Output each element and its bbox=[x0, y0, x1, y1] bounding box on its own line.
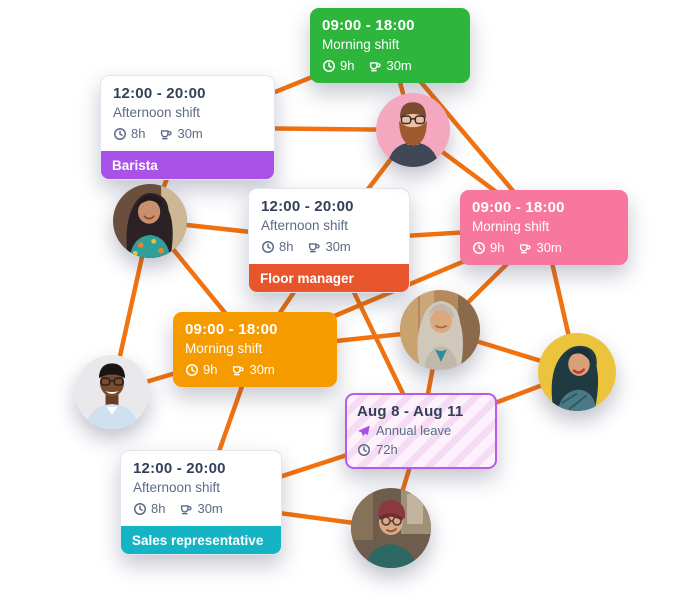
clock-icon bbox=[472, 241, 486, 255]
shift-name: Afternoon shift bbox=[133, 480, 221, 495]
break-cup-icon bbox=[231, 363, 245, 377]
avatar-blue-shirt-man-illustration bbox=[75, 355, 149, 429]
avatar-hijab-woman-illustration bbox=[400, 290, 480, 370]
shift-name: Afternoon shift bbox=[261, 218, 349, 233]
plane-icon bbox=[357, 424, 371, 438]
shift-card-floor-manager[interactable]: 12:00 - 20:00 Afternoon shift 8h 30m Flo… bbox=[248, 188, 410, 293]
break-cup-icon bbox=[518, 241, 532, 255]
shift-time: 12:00 - 20:00 bbox=[113, 85, 206, 102]
shift-name: Morning shift bbox=[472, 219, 550, 234]
clock-icon bbox=[322, 59, 336, 73]
break-duration: 30m bbox=[177, 126, 203, 141]
clock-icon bbox=[133, 502, 147, 516]
shift-hours: 8h bbox=[131, 126, 146, 141]
shift-time: 09:00 - 18:00 bbox=[322, 17, 415, 34]
shift-hours: 9h bbox=[203, 362, 218, 377]
avatar-hijab-woman[interactable] bbox=[400, 290, 480, 370]
shift-card-morning-pink[interactable]: 09:00 - 18:00 Morning shift 9h 30m bbox=[460, 190, 628, 265]
break-cup-icon bbox=[307, 240, 321, 254]
break-duration: 30m bbox=[386, 58, 412, 73]
shift-time: 09:00 - 18:00 bbox=[185, 321, 278, 338]
avatar-beard-man[interactable] bbox=[376, 93, 450, 167]
shift-card-morning-green[interactable]: 09:00 - 18:00 Morning shift 9h 30m bbox=[310, 8, 470, 83]
shift-hours: 9h bbox=[490, 240, 505, 255]
avatar-dark-hair-woman[interactable] bbox=[113, 184, 187, 258]
avatar-beanie-man-illustration bbox=[351, 488, 431, 568]
shift-meta: 8h 30m bbox=[261, 238, 397, 255]
shift-name: Morning shift bbox=[322, 37, 400, 52]
avatar-yellow-background-woman[interactable] bbox=[538, 333, 616, 411]
clock-icon bbox=[261, 240, 275, 254]
shift-card-morning-orange[interactable]: 09:00 - 18:00 Morning shift 9h 30m bbox=[173, 312, 337, 387]
avatar-yellow-background-woman-illustration bbox=[538, 333, 616, 411]
role-badge-sales-representative: Sales representative bbox=[121, 526, 281, 554]
break-cup-icon bbox=[159, 127, 173, 141]
break-cup-icon bbox=[179, 502, 193, 516]
shift-name: Morning shift bbox=[185, 341, 263, 356]
shift-card-barista[interactable]: 12:00 - 20:00 Afternoon shift 8h 30m Bar… bbox=[100, 75, 275, 180]
break-duration: 30m bbox=[249, 362, 275, 377]
leave-dates: Aug 8 - Aug 11 bbox=[357, 403, 464, 420]
avatar-dark-hair-woman-illustration bbox=[113, 184, 187, 258]
break-duration: 30m bbox=[325, 239, 351, 254]
break-duration: 30m bbox=[197, 501, 223, 516]
leave-type: Annual leave bbox=[376, 423, 452, 438]
shift-meta: 9h 30m bbox=[322, 57, 458, 74]
role-badge-floor-manager: Floor manager bbox=[249, 264, 409, 292]
annual-leave-card[interactable]: Aug 8 - Aug 11 Annual leave 72h bbox=[345, 393, 497, 469]
shift-name: Afternoon shift bbox=[113, 105, 201, 120]
shift-time: 12:00 - 20:00 bbox=[261, 198, 354, 215]
shift-hours: 9h bbox=[340, 58, 355, 73]
avatar-beanie-man[interactable] bbox=[351, 488, 431, 568]
break-duration: 30m bbox=[536, 240, 562, 255]
shift-meta: 9h 30m bbox=[185, 361, 325, 378]
avatar-blue-shirt-man[interactable] bbox=[75, 355, 149, 429]
shift-time: 09:00 - 18:00 bbox=[472, 199, 565, 216]
role-badge-barista: Barista bbox=[101, 151, 274, 179]
clock-icon bbox=[113, 127, 127, 141]
shift-meta: 9h 30m bbox=[472, 239, 616, 256]
shift-meta: 8h 30m bbox=[113, 125, 262, 142]
shift-hours: 8h bbox=[279, 239, 294, 254]
shift-hours: 8h bbox=[151, 501, 166, 516]
clock-icon bbox=[185, 363, 199, 377]
avatar-beard-man-illustration bbox=[376, 93, 450, 167]
break-cup-icon bbox=[368, 59, 382, 73]
clock-icon bbox=[357, 443, 371, 457]
shift-meta: 8h 30m bbox=[133, 500, 269, 517]
leave-hours: 72h bbox=[376, 442, 398, 457]
shift-time: 12:00 - 20:00 bbox=[133, 460, 226, 477]
shift-card-sales-representative[interactable]: 12:00 - 20:00 Afternoon shift 8h 30m Sal… bbox=[120, 450, 282, 555]
